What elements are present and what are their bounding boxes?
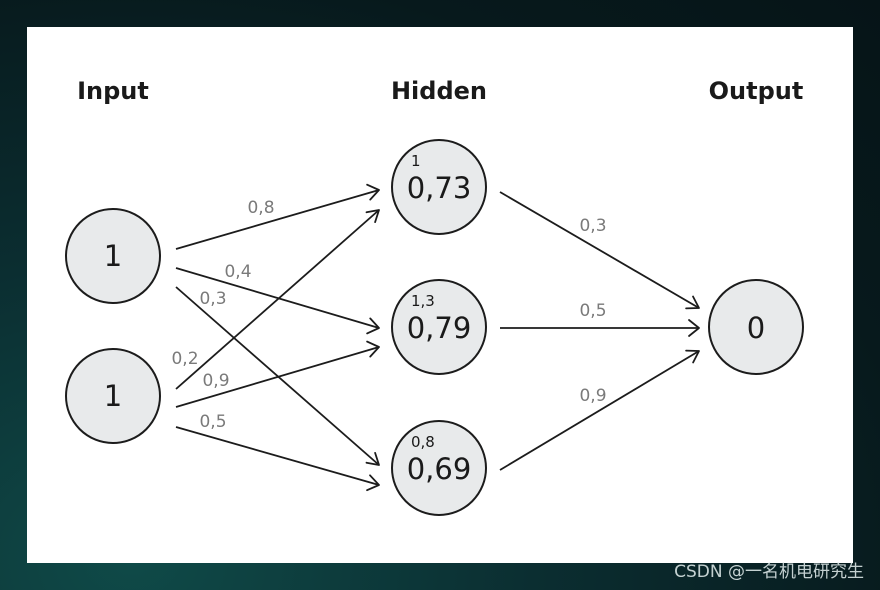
input-node-1: 1 bbox=[65, 208, 161, 304]
edge-i2-h1 bbox=[175, 209, 380, 390]
neural-network-diagram: Input Hidden Output bbox=[65, 77, 804, 516]
weight-label-i2-h2: 0,9 bbox=[202, 371, 229, 391]
layer-title-input: Input bbox=[77, 77, 149, 105]
node-bias: 0,8 bbox=[411, 433, 435, 451]
edge-i2-h3 bbox=[175, 426, 380, 492]
diagram-panel: Input Hidden Output bbox=[27, 27, 853, 563]
weight-label-h1-o1: 0,3 bbox=[579, 216, 606, 236]
hidden-node-1: 1 0,73 bbox=[391, 139, 487, 235]
hidden-node-2: 1,3 0,79 bbox=[391, 279, 487, 375]
weight-label-i1-h3: 0,3 bbox=[199, 289, 226, 309]
edge-h2-o1 bbox=[500, 319, 700, 337]
weight-label-h3-o1: 0,9 bbox=[579, 386, 606, 406]
weight-label-h2-o1: 0,5 bbox=[579, 301, 606, 321]
node-value: 1 bbox=[104, 379, 122, 413]
weight-label-i2-h3: 0,5 bbox=[199, 412, 226, 432]
edge-i1-h1 bbox=[175, 183, 380, 250]
hidden-node-3: 0,8 0,69 bbox=[391, 420, 487, 516]
node-bias: 1 bbox=[411, 152, 421, 170]
weight-label-i1-h2: 0,4 bbox=[224, 262, 251, 282]
edge-i1-h2 bbox=[175, 267, 380, 335]
watermark-text: CSDN @一名机电研究生 bbox=[674, 562, 864, 582]
node-bias: 1,3 bbox=[411, 292, 435, 310]
node-value: 0 bbox=[747, 311, 765, 345]
layer-title-hidden: Hidden bbox=[391, 77, 487, 105]
edge-h3-o1 bbox=[499, 349, 700, 471]
input-node-2: 1 bbox=[65, 348, 161, 444]
edge-h1-o1 bbox=[499, 191, 700, 310]
node-value: 0,79 bbox=[407, 311, 472, 345]
node-value: 0,73 bbox=[407, 171, 472, 205]
output-node-1: 0 bbox=[708, 279, 804, 375]
node-value: 0,69 bbox=[407, 452, 472, 486]
edge-i1-h3 bbox=[175, 286, 380, 466]
weight-label-i2-h1: 0,2 bbox=[171, 349, 198, 369]
layer-title-output: Output bbox=[709, 77, 804, 105]
weight-label-i1-h1: 0,8 bbox=[247, 198, 274, 218]
node-value: 1 bbox=[104, 239, 122, 273]
edge-i2-h2 bbox=[175, 340, 380, 408]
